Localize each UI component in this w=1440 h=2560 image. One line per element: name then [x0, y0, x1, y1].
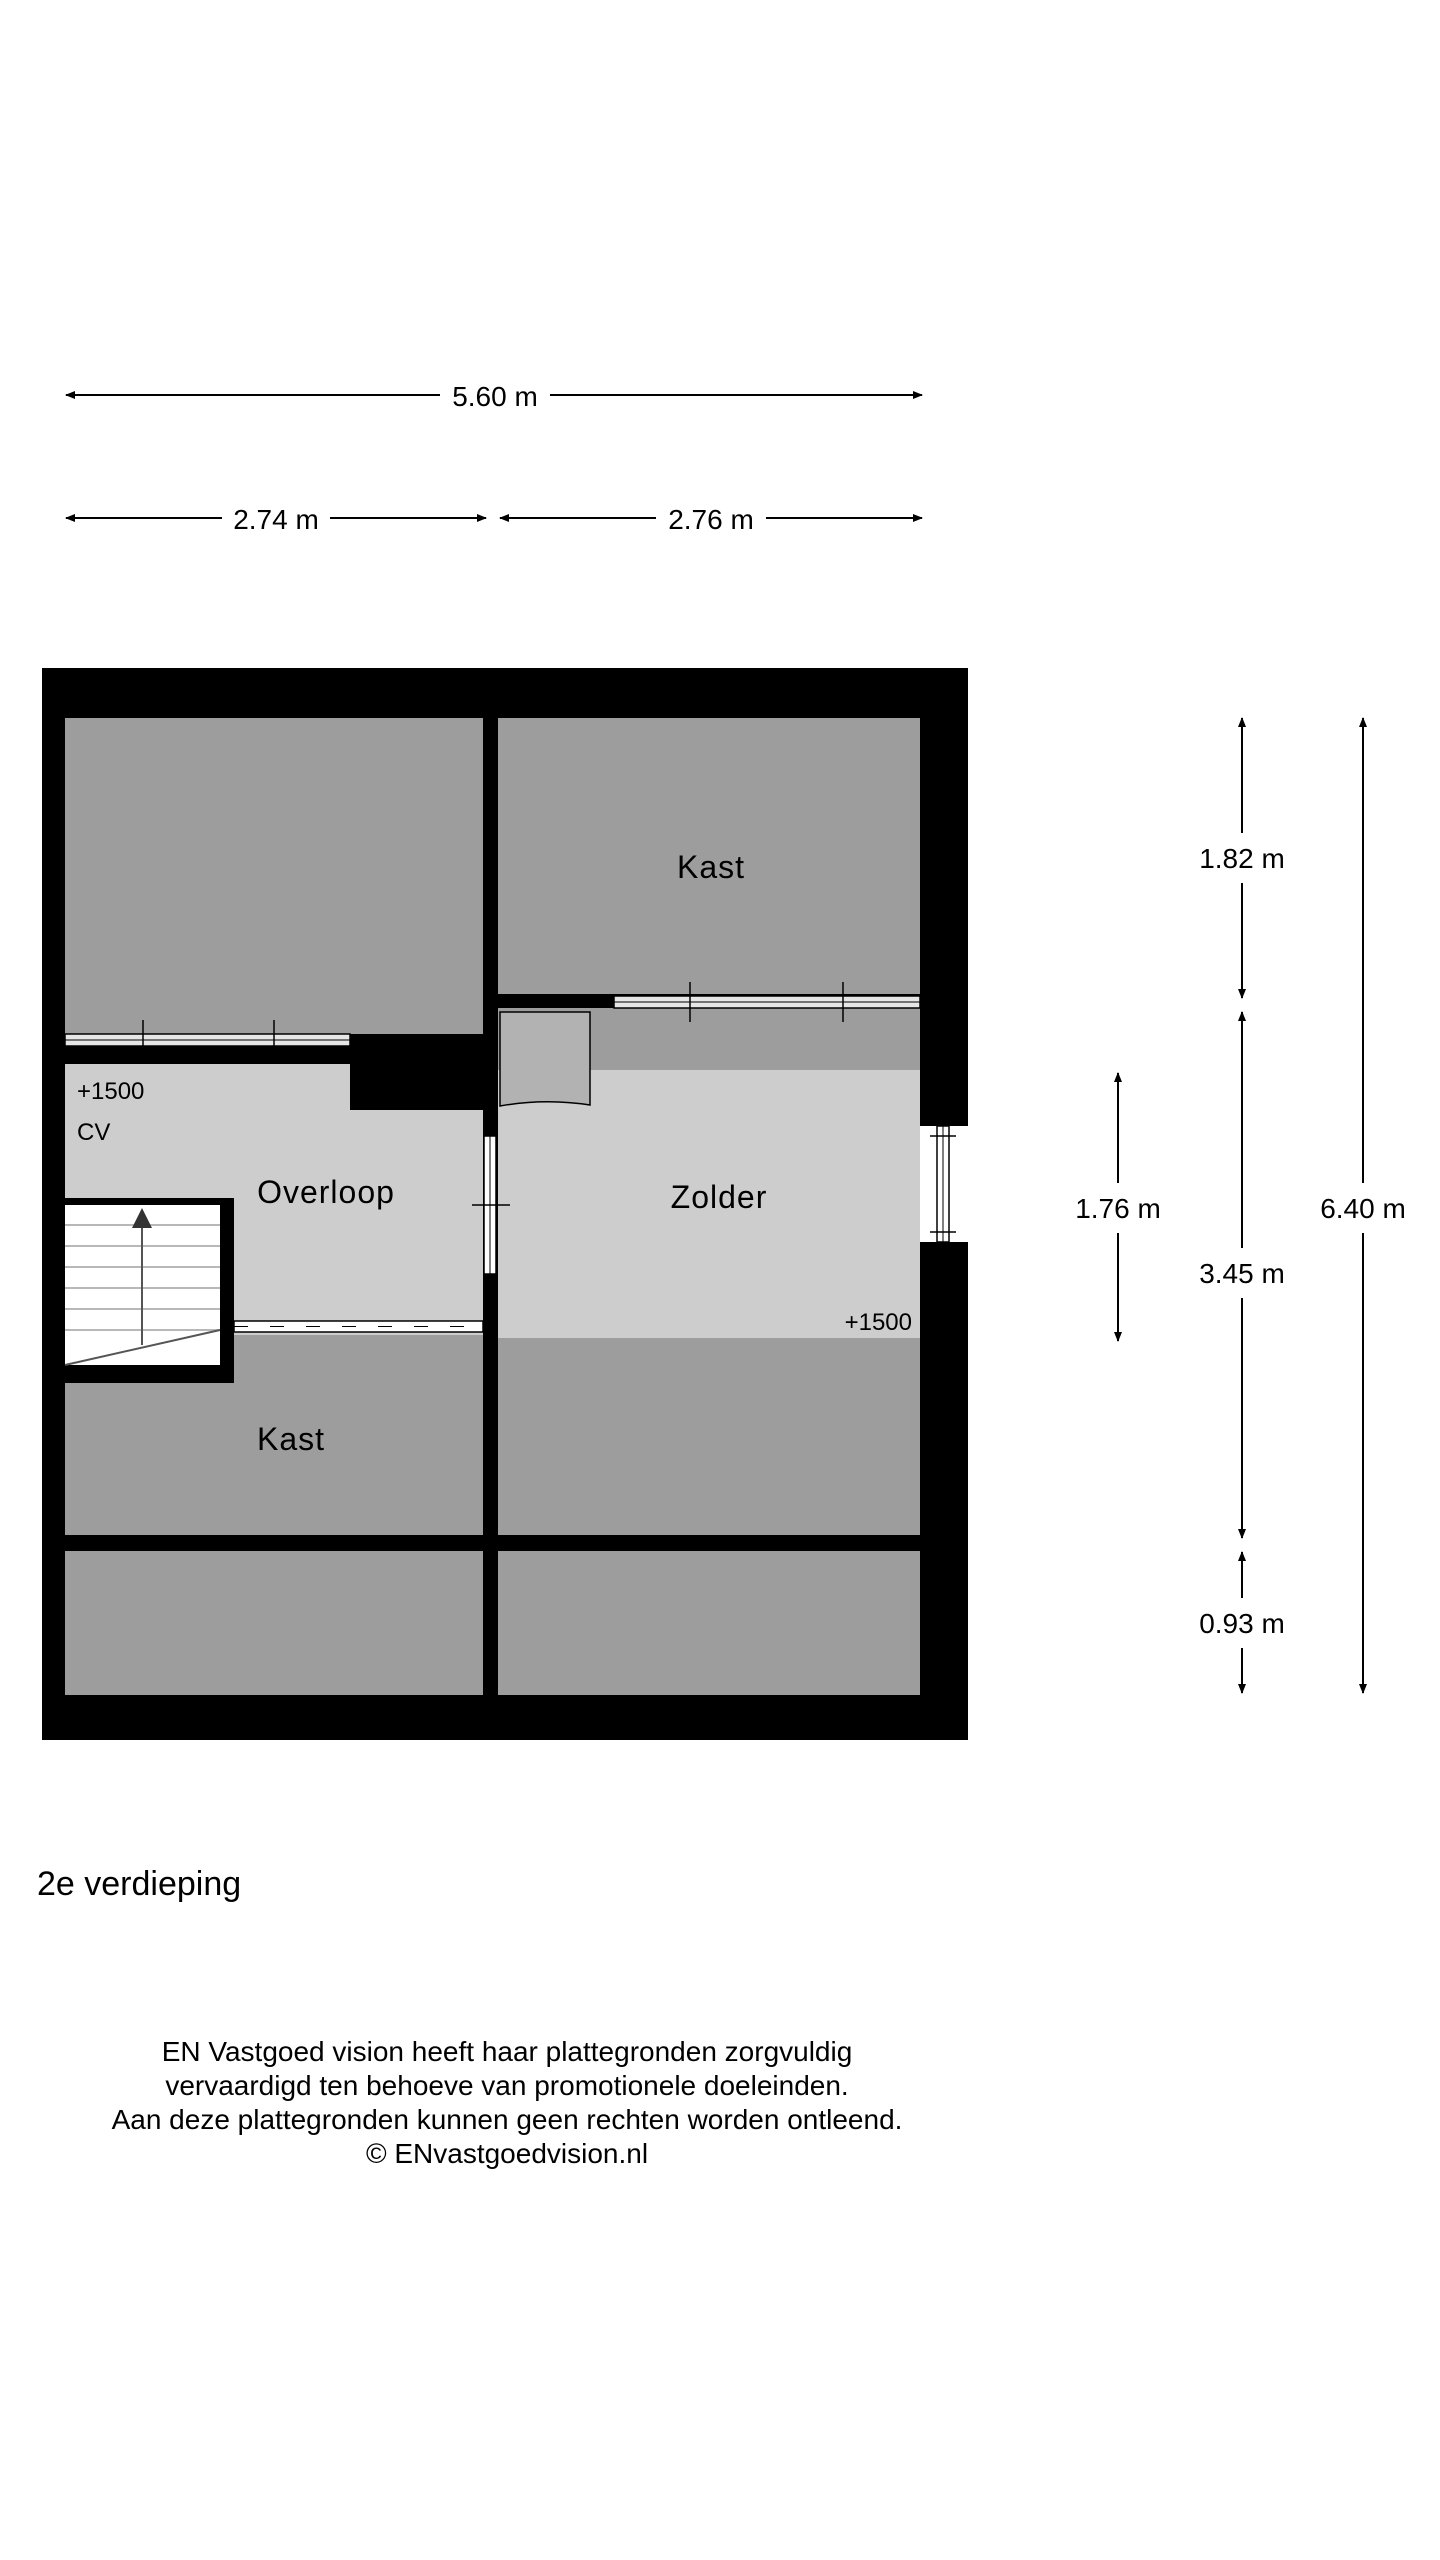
kast-top-area: [498, 718, 920, 994]
wall-kast-top-left: [498, 994, 614, 1008]
room-label-zolder: Zolder: [671, 1179, 768, 1215]
zolder-bottom-low-area: [498, 1338, 920, 1535]
floor-plan-body: Kast Overloop Zolder Kast +1500 CV +1500: [42, 668, 968, 1740]
door-overloop-zolder: [472, 1135, 510, 1275]
window-right: [920, 1125, 968, 1243]
stair-arrow-icon: [132, 1208, 152, 1228]
chimney-block: [350, 1034, 483, 1110]
dimension-label-right-width: 2.76 m: [668, 504, 754, 535]
dimension-label-total-width: 5.60 m: [452, 381, 538, 412]
dimension-label-zolder-depth: 1.76 m: [1075, 1193, 1161, 1224]
wall-middle-bottom: [483, 1335, 498, 1695]
floor-plan: 5.60 m 2.74 m 2.76 m 1.82 m 3.45 m 0.93 …: [42, 381, 1406, 1740]
dimension-bottom-depth: 0.93 m: [1199, 1551, 1285, 1694]
wall-middle-top: [483, 718, 498, 1034]
floor-title: 2e verdieping: [37, 1865, 242, 1903]
zolder-floor: [498, 1070, 920, 1338]
dimension-label-top-depth: 1.82 m: [1199, 843, 1285, 874]
height-annotation-right: +1500: [845, 1309, 912, 1336]
disclaimer: EN Vastgoed vision heeft haar plattegron…: [0, 2035, 1014, 2171]
disclaimer-line-1: EN Vastgoed vision heeft haar plattegron…: [161, 2036, 853, 2067]
disclaimer-line-3: Aan deze plattegronden kunnen geen recht…: [111, 2104, 903, 2135]
dimension-label-bottom-depth: 0.93 m: [1199, 1608, 1285, 1639]
dimension-top-depth: 1.82 m: [1199, 717, 1285, 999]
disclaimer-line-4: © ENvastgoedvision.nl: [365, 2138, 649, 2169]
room-label-kast-top: Kast: [677, 849, 745, 885]
disclaimer-line-2: vervaardigd ten behoeve van promotionele…: [165, 2070, 849, 2101]
knee-wall-right: [613, 982, 921, 1022]
railing: [233, 1320, 484, 1333]
bottom-left-low-area: [65, 1551, 483, 1695]
dimension-left-width: 2.74 m: [65, 504, 487, 535]
dimension-mid-depth: 3.45 m: [1199, 1011, 1285, 1539]
dimension-right-width: 2.76 m: [499, 504, 923, 535]
top-left-low-area: [65, 718, 483, 1034]
room-label-kast-bottom: Kast: [257, 1421, 325, 1457]
dimension-zolder-depth: 1.76 m: [1075, 1072, 1161, 1342]
knee-wall-left: [64, 1020, 351, 1060]
height-annotation-left: +1500: [77, 1078, 144, 1105]
dimension-total-depth: 6.40 m: [1320, 717, 1406, 1694]
room-label-overloop: Overloop: [257, 1174, 395, 1210]
dimension-label-mid-depth: 3.45 m: [1199, 1258, 1285, 1289]
bottom-right-low-area: [498, 1551, 920, 1695]
dimension-label-total-depth: 6.40 m: [1320, 1193, 1406, 1224]
dimension-total-width: 5.60 m: [65, 381, 923, 412]
storage-box: [499, 1011, 591, 1107]
cv-annotation: CV: [77, 1119, 110, 1146]
dimension-label-left-width: 2.74 m: [233, 504, 319, 535]
staircase: [64, 1205, 221, 1366]
